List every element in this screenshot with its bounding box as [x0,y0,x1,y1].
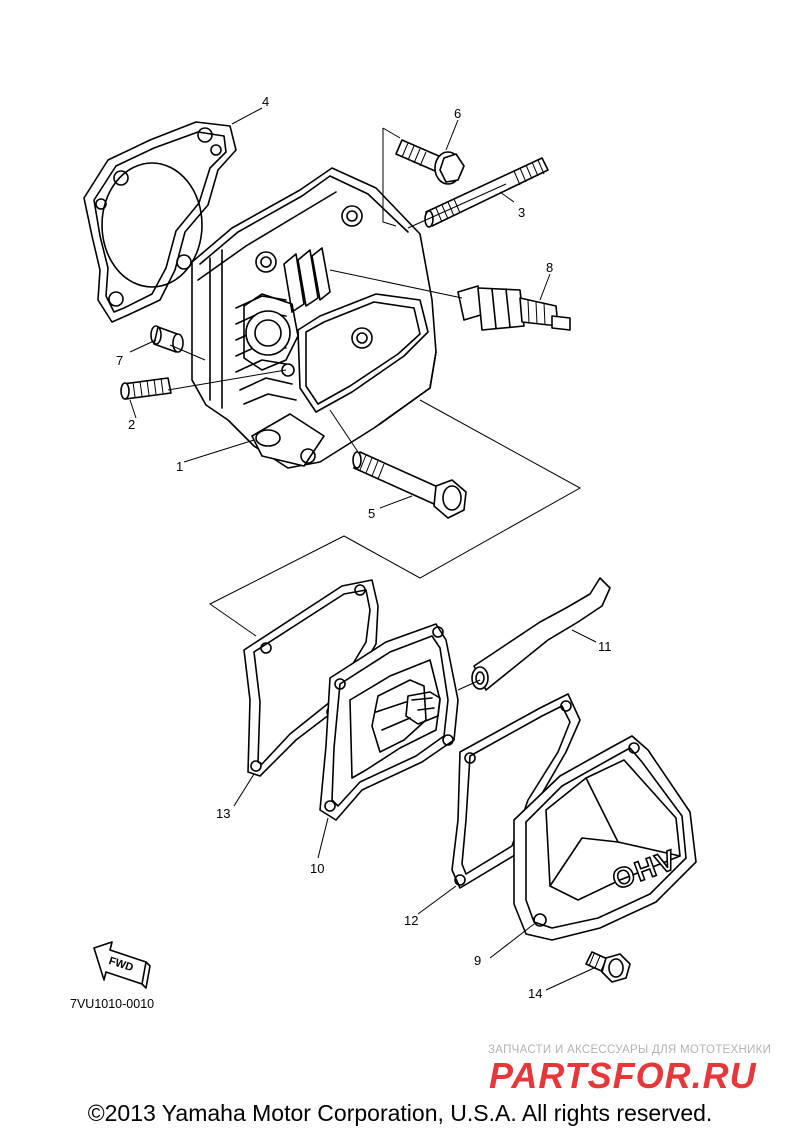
part-12-cover-gasket [451,693,581,889]
callout-labels: 1 2 3 4 5 6 7 8 9 10 11 12 13 14 [116,94,612,1001]
callout-4: 4 [262,94,269,109]
callout-3: 3 [518,205,525,220]
callout-12: 12 [404,913,418,928]
callout-2: 2 [128,417,135,432]
part-11-breather-hose [471,577,611,691]
part-1-cylinder-head [191,167,437,469]
part-4-head-gasket [83,121,237,323]
part-2-stud-bolt [120,377,172,400]
assembly-guide-lines [167,127,582,691]
part-6-flange-bolt [395,139,465,185]
diagram-code: 7VU1010-0010 [70,997,154,1011]
part-9-valve-cover: OHV [513,735,697,941]
part-14-flange-bolt [585,951,631,983]
callout-10: 10 [310,861,324,876]
watermark-logo-text: PARTSFOR.RU [489,1055,757,1095]
watermark-logo: PARTSFOR.RU [489,1055,757,1095]
callout-13: 13 [216,806,230,821]
leader-lines [129,107,597,991]
part-8-spark-plug [457,285,571,331]
callout-8: 8 [546,260,553,275]
part-7-dowel-pin [150,325,184,353]
part-5-flange-bolt [352,451,467,519]
copyright-notice: ©2013 Yamaha Motor Corporation, U.S.A. A… [87,1100,713,1126]
callout-11: 11 [598,639,612,654]
callout-9: 9 [474,953,481,968]
callout-7: 7 [116,353,123,368]
callout-6: 6 [454,106,461,121]
watermark-tagline: ЗАПЧАСТИ И АКСЕССУАРЫ ДЛЯ МОТОТЕХНИКИ [488,1044,772,1056]
part-10-breather-plate [319,623,459,821]
callout-14: 14 [528,986,542,1001]
callout-5: 5 [368,506,375,521]
callout-1: 1 [176,459,183,474]
fwd-direction-arrow: FWD [93,941,151,989]
